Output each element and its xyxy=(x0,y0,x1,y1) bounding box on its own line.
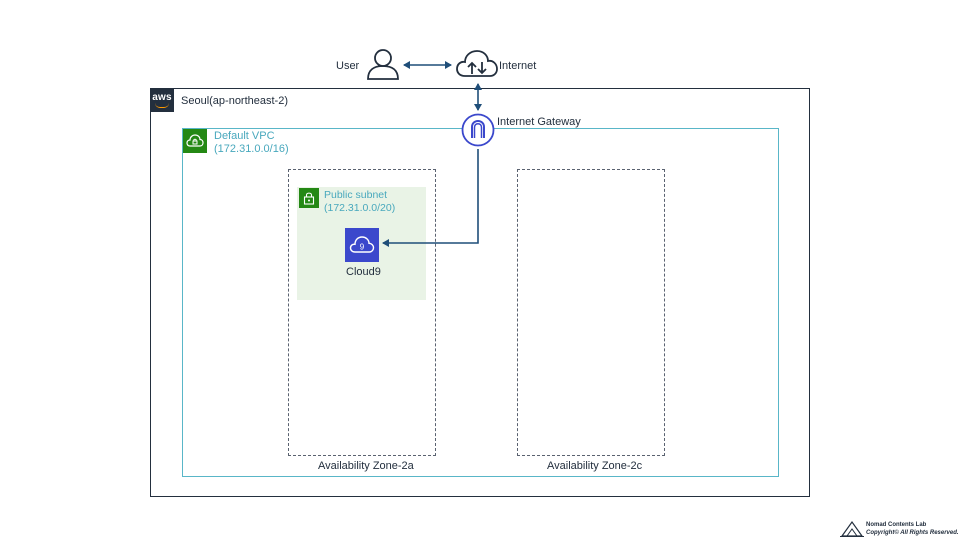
region-label: Seoul(ap-northeast-2) xyxy=(181,95,289,107)
subnet-label: Public subnet xyxy=(324,189,388,201)
availability-zone-c xyxy=(517,169,665,456)
internet-gateway-label: Internet Gateway xyxy=(497,116,581,128)
internet-label: Internet xyxy=(499,60,537,72)
availability-zone-a xyxy=(288,169,436,456)
vpc-badge-icon xyxy=(183,129,207,153)
availability-zone-c-label: Availability Zone-2c xyxy=(547,460,643,472)
subnet-lock-icon xyxy=(299,188,319,208)
vpc-label: Default VPC xyxy=(214,130,275,142)
vpc-cidr: (172.31.0.0/16) xyxy=(214,143,289,155)
cloud-internet-icon xyxy=(456,50,498,77)
aws-logo-icon: aws xyxy=(150,88,174,112)
footer-org: Nomad Contents Lab xyxy=(866,522,927,528)
user-label: User xyxy=(336,60,360,72)
availability-zone-a-label: Availability Zone-2a xyxy=(318,460,414,472)
internet-gateway-icon xyxy=(461,113,495,147)
cloud9-icon: 9 xyxy=(345,228,379,262)
nomad-logo-icon xyxy=(840,520,864,537)
user-icon xyxy=(367,49,399,80)
footer-copyright: Copyright© All Rights Reserved. xyxy=(866,530,959,536)
subnet-cidr: (172.31.0.0/20) xyxy=(324,202,396,214)
arrow-gateway-cloud9 xyxy=(382,149,479,247)
cloud9-label: Cloud9 xyxy=(346,266,381,278)
aws-logo-text: aws xyxy=(152,91,172,103)
cloud9-icon-glyph: 9 xyxy=(360,243,365,252)
